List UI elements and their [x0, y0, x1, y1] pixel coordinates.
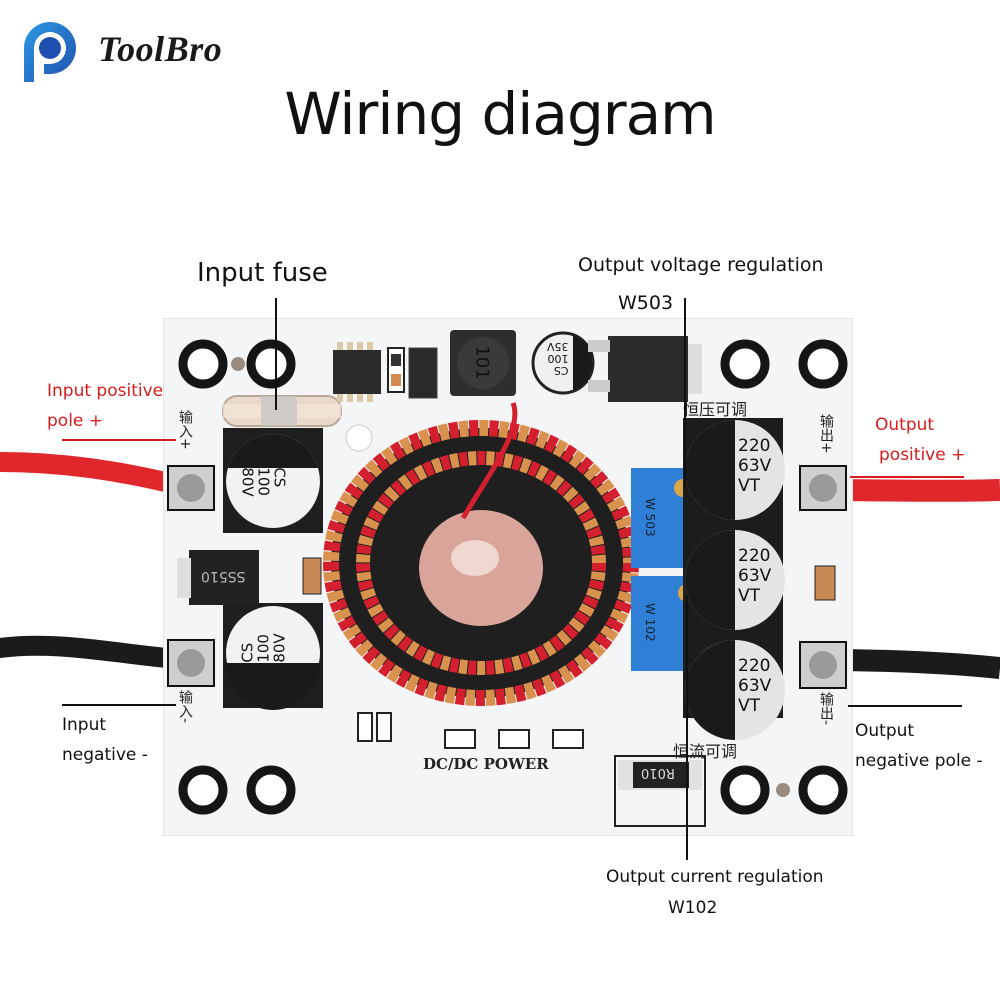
output-capacitors: [683, 418, 785, 740]
voltage-regulation-leader: [684, 298, 686, 488]
page-title: Wiring diagram: [284, 80, 716, 148]
inductor-marking: 101: [471, 345, 493, 380]
silkscreen-cc-adjust: 恒流可调: [673, 742, 738, 761]
silkscreen-output-pos: 输出+: [818, 414, 834, 454]
output-current-regulation-label: Output current regulation: [606, 867, 824, 887]
input-cap-top-marking: CS 100 80V: [238, 467, 289, 497]
output-cap-1-marking: 220 63V VT: [738, 436, 772, 496]
shunt-frame: [614, 755, 706, 827]
small-cap-marking: CS 100 35V: [547, 340, 569, 377]
output-positive-leader: [850, 476, 964, 478]
terminals: [167, 465, 847, 689]
current-regulation-leader: [686, 595, 688, 860]
input-negative-leader: [62, 704, 176, 706]
pcb-artwork: [167, 330, 848, 827]
pcb-board: DC/DC POWER 恒压可调 恒流可调 输入+ 输入- 输出+ 输出- 10…: [163, 318, 853, 836]
shunt-marking: R010: [641, 765, 675, 780]
toolbro-p-logo-icon: [24, 22, 76, 82]
input-capacitors: [223, 428, 323, 710]
diode-marking: SS510: [201, 568, 246, 584]
mounting-holes: [178, 339, 848, 815]
silkscreen-output-neg: 输出-: [818, 692, 834, 726]
pot-w503-marking: W 503: [643, 498, 657, 537]
input-cap-bottom-marking: CS 100 80V: [238, 633, 289, 663]
input-fuse-label: Input fuse: [197, 258, 328, 288]
silkscreen-cv-adjust: 恒压可调: [683, 400, 748, 419]
silkscreen-input-pos: 输入+: [177, 410, 193, 450]
input-negative-label: Input negative -: [62, 715, 148, 765]
input-negative-wire: [0, 635, 200, 670]
silkscreen-input-neg: 输入-: [177, 690, 193, 724]
brand-name: ToolBro: [98, 29, 223, 69]
input-positive-leader: [62, 439, 176, 441]
output-cap-2-marking: 220 63V VT: [738, 546, 772, 606]
output-cap-3-marking: 220 63V VT: [738, 656, 772, 716]
input-fuse-leader: [275, 298, 277, 410]
brand-logo: [18, 20, 96, 84]
toroidal-inductor: [323, 402, 639, 706]
diode-ss510: [189, 550, 259, 605]
input-positive-label: Input positive pole +: [47, 381, 164, 431]
output-voltage-regulation-label: Output voltage regulation: [578, 254, 824, 276]
pot-w102-marking: W 102: [643, 603, 657, 642]
output-negative-label: Output negative pole -: [855, 721, 983, 771]
input-positive-wire: [0, 452, 200, 498]
output-voltage-regulation-id: W503: [618, 292, 674, 314]
output-negative-leader: [848, 705, 962, 707]
silkscreen-dc-dc-power: DC/DC POWER: [423, 755, 549, 773]
output-current-regulation-id: W102: [668, 898, 718, 918]
output-positive-label: Output positive +: [875, 415, 966, 465]
